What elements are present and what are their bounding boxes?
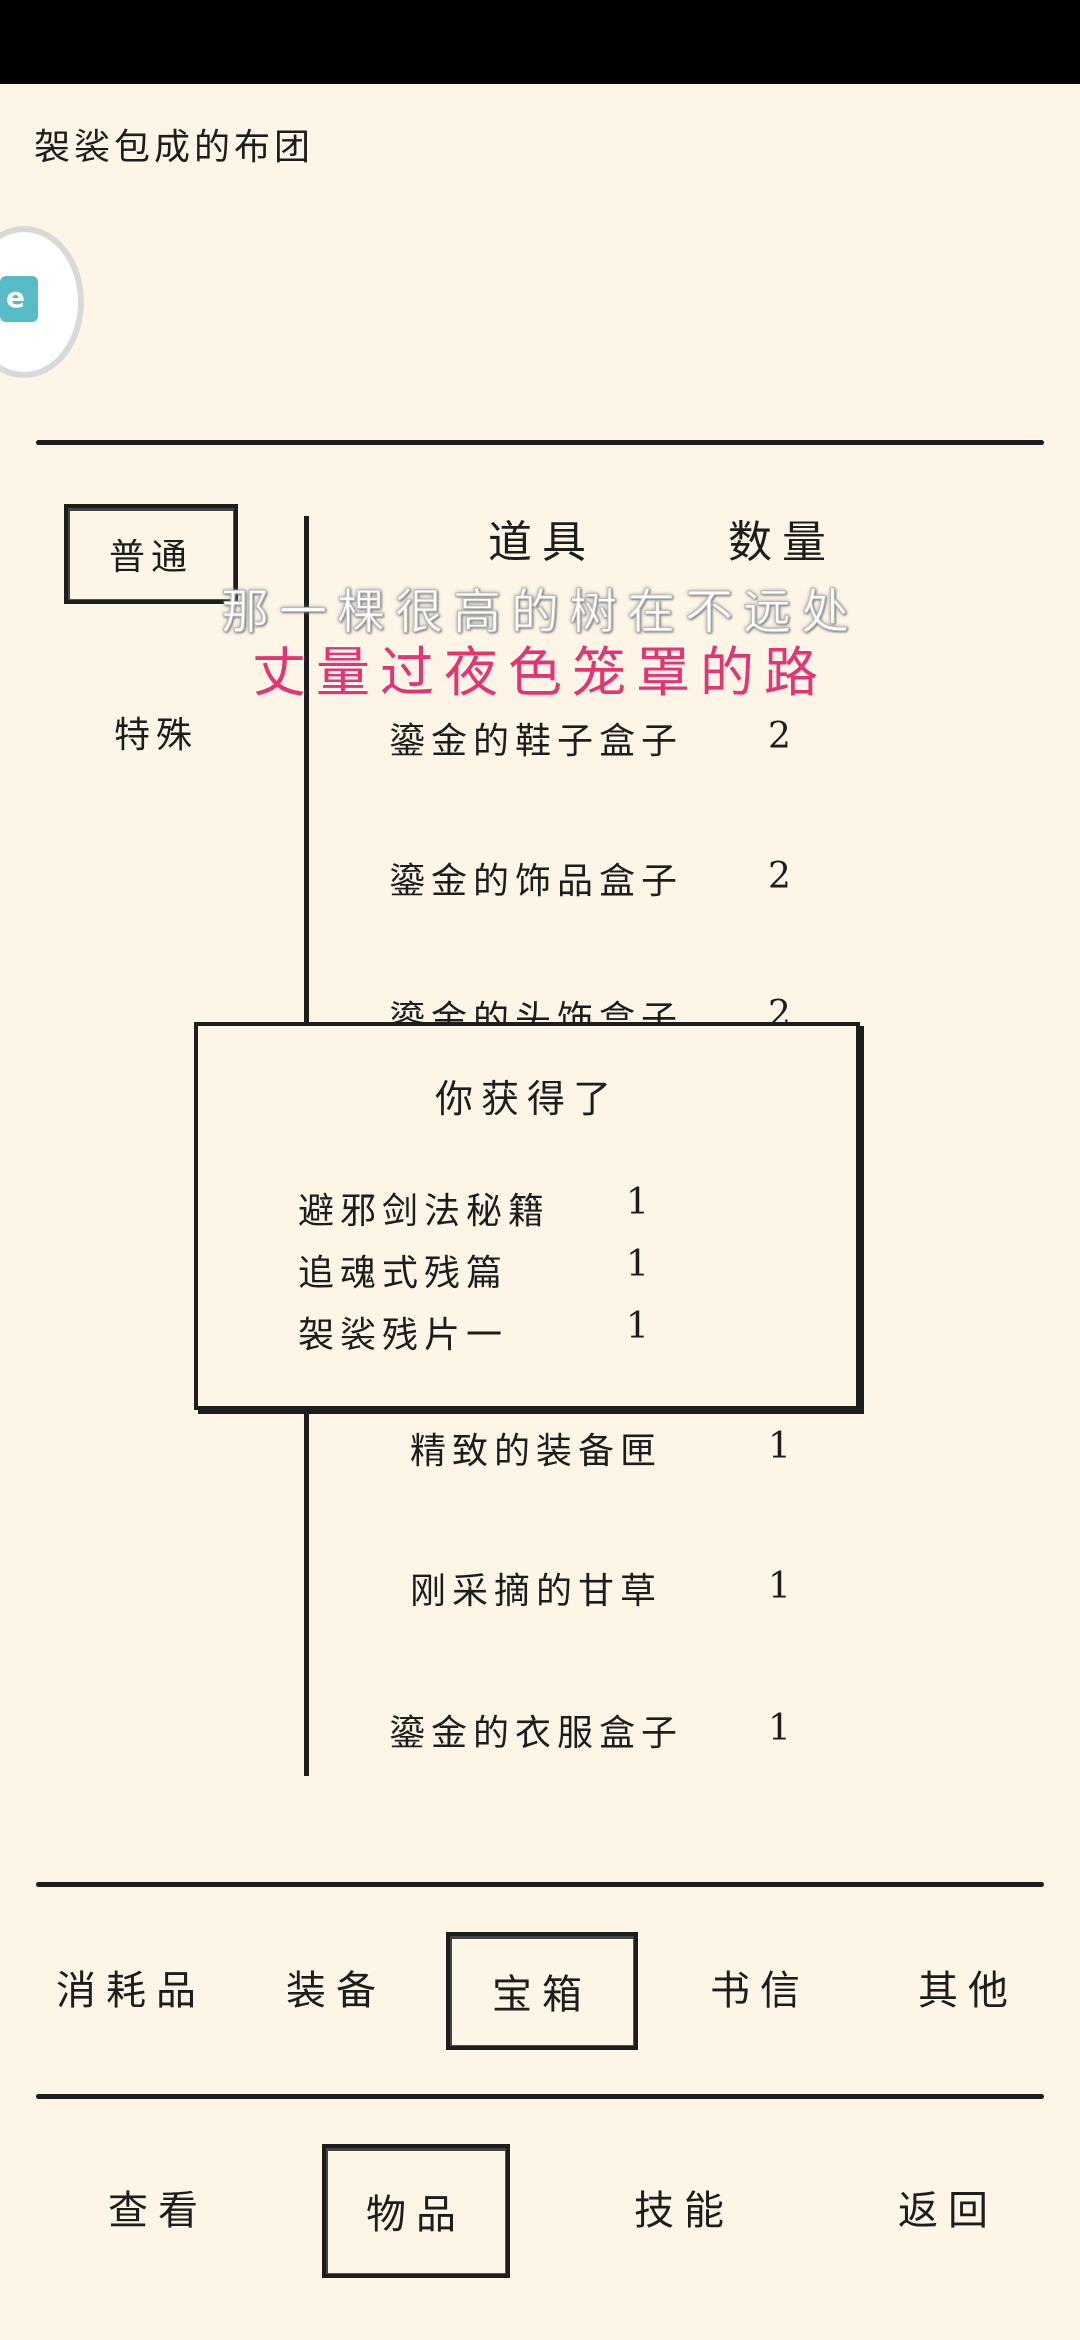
- reward-item-name: 追魂式残篇: [298, 1253, 509, 1294]
- table-row-qty: 1: [768, 1708, 791, 1749]
- reward-item-qty: 1: [626, 1306, 649, 1347]
- table-row-name[interactable]: 刚采摘的甘草: [409, 1571, 662, 1612]
- sidebar-item-special[interactable]: 特殊: [114, 706, 198, 758]
- table-row-qty: 2: [768, 856, 791, 897]
- popup-title: 你获得了: [434, 1077, 619, 1121]
- nav-items[interactable]: 物品: [322, 2144, 510, 2278]
- sidebar-item-label: 特殊: [114, 715, 199, 756]
- tab-treasure-chest[interactable]: 宝箱: [446, 1932, 638, 2050]
- nav-back[interactable]: 返回: [898, 2188, 998, 2234]
- tab-letters[interactable]: 书信: [710, 1968, 810, 2014]
- table-row-name[interactable]: 鎏金的鞋子盒子: [388, 721, 683, 762]
- tab-consumables[interactable]: 消耗品: [56, 1968, 206, 2014]
- sidebar-item-label: 普通: [108, 537, 193, 578]
- reward-popup[interactable]: 你获得了 避邪剑法秘籍 1 追魂式残篇 1 袈裟残片一 1: [194, 1022, 860, 1410]
- top-divider: [36, 440, 1044, 445]
- tab-equipment[interactable]: 装备: [286, 1968, 386, 2014]
- reward-item-qty: 1: [626, 1182, 649, 1223]
- nav-label: 物品: [366, 2192, 466, 2238]
- nav-skills[interactable]: 技能: [634, 2188, 734, 2234]
- reward-item-qty: 1: [626, 1244, 649, 1285]
- sidebar-item-normal[interactable]: 普通: [64, 504, 238, 604]
- nav-view[interactable]: 查看: [108, 2188, 208, 2234]
- lyric-line-2: 丈量过夜色笼罩的路: [252, 641, 828, 704]
- reward-item-name: 避邪剑法秘籍: [298, 1191, 551, 1232]
- column-header-item: 道具: [488, 517, 596, 568]
- tab-label: 宝箱: [492, 1972, 592, 2018]
- table-row-qty: 1: [768, 1426, 791, 1467]
- item-title: 袈裟包成的布团: [34, 127, 315, 168]
- floating-assistant-button[interactable]: e: [0, 226, 84, 378]
- table-row-qty: 2: [768, 716, 791, 757]
- app-badge-icon: e: [0, 276, 38, 322]
- table-row-name[interactable]: 鎏金的衣服盒子: [388, 1713, 683, 1754]
- tab-other[interactable]: 其他: [918, 1968, 1018, 2014]
- column-header-quantity: 数量: [728, 517, 836, 568]
- table-row-name[interactable]: 精致的装备匣: [409, 1431, 662, 1472]
- nav-top-divider: [36, 2094, 1044, 2099]
- lyric-line-1: 那一棵很高的树在不远处: [220, 584, 859, 641]
- table-row-qty: 1: [768, 1566, 791, 1607]
- reward-item-name: 袈裟残片一: [298, 1315, 509, 1356]
- tabs-top-divider: [36, 1882, 1044, 1887]
- table-row-name[interactable]: 鎏金的饰品盒子: [388, 861, 683, 902]
- status-bar: [0, 0, 1080, 84]
